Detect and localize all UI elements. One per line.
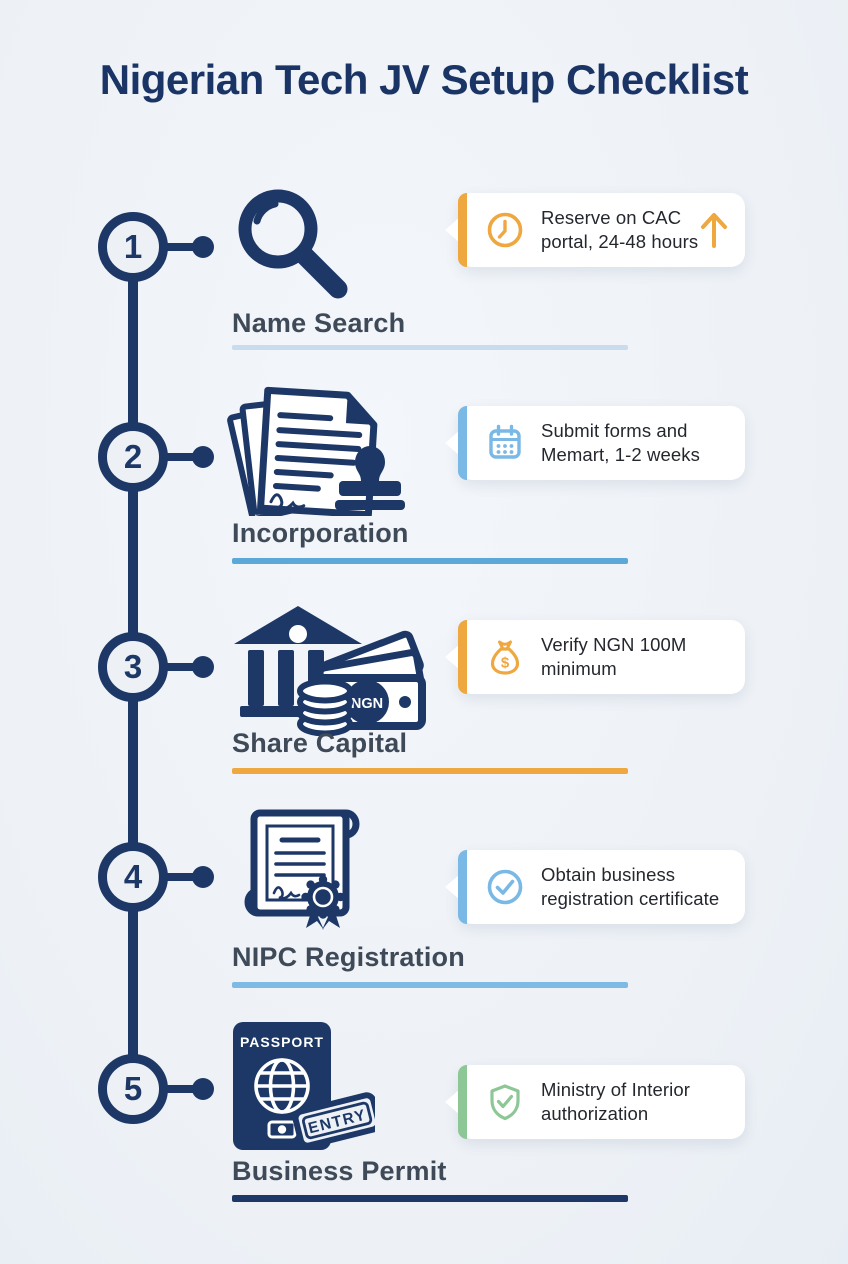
callout-pointer	[445, 430, 460, 456]
callout-text: Reserve on CAC portal, 24-48 hours	[541, 207, 699, 252]
magnifier-icon	[228, 183, 363, 311]
connector-dot	[192, 236, 214, 258]
callout-accent-bar	[458, 850, 467, 924]
documents-stamp-icon	[226, 386, 411, 516]
step-number: 1	[123, 228, 143, 265]
step-4-label: NIPC Registration	[232, 942, 465, 972]
check-circle-icon	[485, 867, 525, 907]
step-1-number-circle: 1	[98, 212, 168, 282]
bank-money-icon: NGN	[226, 598, 426, 736]
step-number: 2	[123, 438, 143, 475]
step-5-label: Business Permit	[232, 1156, 447, 1186]
callout-accent-bar	[458, 1065, 467, 1139]
money-bag-icon: $	[485, 637, 525, 677]
callout-text: Submit forms and Memart, 1-2 weeks	[541, 420, 700, 465]
step-5-number-circle: 5	[98, 1054, 168, 1124]
step-1-callout: Reserve on CAC portal, 24-48 hours	[445, 193, 745, 267]
svg-text:$: $	[501, 655, 510, 672]
callout-pointer	[445, 217, 460, 243]
callout-pointer	[445, 644, 460, 670]
connector-line	[164, 453, 196, 461]
callout-text: Obtain business registration certificate	[541, 864, 720, 909]
step-2-number-circle: 2	[98, 422, 168, 492]
step-2-underline	[232, 558, 628, 564]
passport-icon: PASSPORT ENTRY	[233, 1020, 375, 1152]
connector-line	[164, 243, 196, 251]
step-4-number-circle: 4	[98, 842, 168, 912]
callout-pointer	[445, 1089, 460, 1115]
callout-accent-bar	[458, 406, 467, 480]
shield-check-icon	[485, 1082, 525, 1122]
svg-text:PASSPORT: PASSPORT	[240, 1034, 324, 1050]
step-4-underline	[232, 982, 628, 988]
step-number: 3	[123, 648, 143, 685]
clock-icon	[485, 210, 525, 250]
step-4-callout: Obtain business registration certificate	[445, 850, 745, 924]
step-2-label: Incorporation	[232, 518, 409, 548]
connector-line	[164, 663, 196, 671]
svg-text:NGN: NGN	[351, 696, 383, 712]
step-1-label: Name Search	[232, 308, 406, 338]
step-5-underline	[232, 1195, 628, 1202]
calendar-icon	[485, 423, 525, 463]
step-number: 4	[123, 858, 143, 895]
step-2-callout: Submit forms and Memart, 1-2 weeks	[445, 406, 745, 480]
step-3-underline	[232, 768, 628, 774]
step-3-callout: $ Verify NGN 100M minimum	[445, 620, 745, 694]
callout-accent-bar	[458, 620, 467, 694]
connector-line	[164, 873, 196, 881]
step-3-label: Share Capital	[232, 728, 408, 758]
callout-text: Verify NGN 100M minimum	[541, 634, 687, 679]
callout-text: Ministry of Interior authorization	[541, 1079, 691, 1124]
callout-accent-bar	[458, 193, 467, 267]
callout-pointer	[445, 874, 460, 900]
connector-dot	[192, 446, 214, 468]
connector-dot	[192, 866, 214, 888]
step-1-underline	[232, 345, 628, 350]
connector-dot	[192, 1078, 214, 1100]
connector-line	[164, 1085, 196, 1093]
step-3-number-circle: 3	[98, 632, 168, 702]
step-number: 5	[123, 1070, 143, 1107]
step-5-callout: Ministry of Interior authorization	[445, 1065, 745, 1139]
arrow-up-icon	[695, 208, 733, 252]
certificate-icon	[230, 803, 370, 935]
page-title: Nigerian Tech JV Setup Checklist	[99, 56, 749, 103]
connector-dot	[192, 656, 214, 678]
